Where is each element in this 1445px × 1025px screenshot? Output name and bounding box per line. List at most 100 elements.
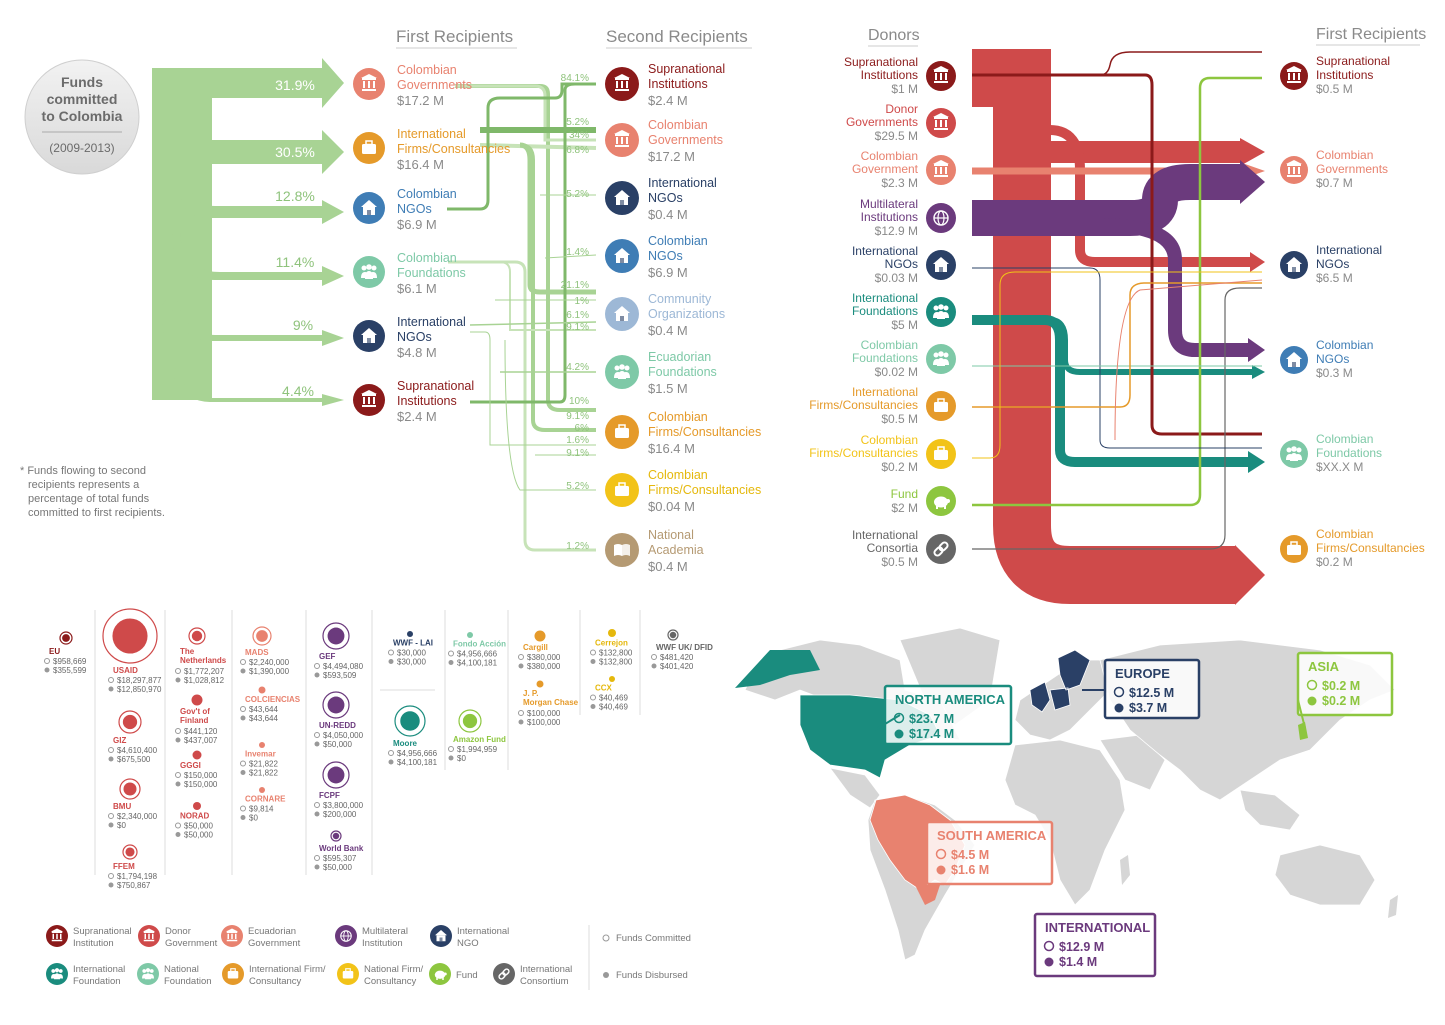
donor-label-1: Colombian xyxy=(861,338,918,352)
donor-name: GGGI xyxy=(180,761,201,770)
donor-disbursed: $0 xyxy=(117,821,126,830)
legend-label-2: Consultancy xyxy=(249,976,302,987)
donor-committed: $481,420 xyxy=(660,653,694,662)
donor-disbursed: $1,028,812 xyxy=(184,676,225,685)
disbursed-circle xyxy=(259,787,265,793)
disbursed-circle xyxy=(400,711,420,731)
donor-label-1: International xyxy=(852,244,918,258)
header-first-recipients-right: First Recipients xyxy=(1316,26,1426,43)
committed-circle xyxy=(59,631,73,645)
donor-label-1: Multilateral xyxy=(860,197,918,211)
legend-item: Fund xyxy=(429,963,478,985)
disbursed-circle xyxy=(534,630,546,642)
funds-title-line-2: committed xyxy=(47,91,118,107)
committed-marker xyxy=(314,663,320,669)
second-recipient-label-2: Academia xyxy=(648,543,704,557)
donor-label-2: Government xyxy=(852,162,919,176)
second-pct-label: 5.2% xyxy=(566,481,589,492)
second-recipient-amount: $16.4 M xyxy=(648,441,695,456)
committed-marker xyxy=(314,855,320,861)
second-pct-label: 4.2% xyxy=(566,362,589,373)
donor-entry: Amazon Fund$1,994,959$0 xyxy=(448,709,506,763)
region-box: EUROPE$12.5 M$3.7 M xyxy=(1103,658,1201,720)
donor-disbursed: $1,390,000 xyxy=(249,667,290,676)
right-recipient-label-2: Institutions xyxy=(1316,68,1373,82)
donor-disbursed: $4,100,181 xyxy=(397,758,438,767)
committed-marker xyxy=(240,760,246,767)
map-australia xyxy=(1274,844,1376,906)
disbursed-circle xyxy=(122,714,138,730)
map-madagascar xyxy=(1120,855,1130,885)
second-recipient-label-2: Firms/Consultancies xyxy=(648,483,761,497)
donor-disbursed: $380,000 xyxy=(527,662,561,671)
note-line-2: recipients represents a xyxy=(28,479,140,491)
right-recipient-label-2: Firms/Consultancies xyxy=(1316,541,1425,555)
donor-disbursed: $4,100,181 xyxy=(457,659,498,668)
second-recipient-label-2: NGOs xyxy=(648,191,683,205)
committed-marker xyxy=(175,822,181,829)
donor-label-1: Colombian xyxy=(861,149,918,163)
disbursed-marker xyxy=(651,663,657,669)
disbursed-marker xyxy=(314,864,320,870)
donor-entry: Fondo Acción$4,956,666$4,100,181 xyxy=(448,632,506,668)
donor-committed: $18,297,877 xyxy=(117,676,162,685)
donor-entry: CCX$40,469$40,469 xyxy=(590,676,628,712)
disbursed-circle xyxy=(193,802,201,810)
donor-committed: $132,800 xyxy=(599,649,633,658)
committed-circle xyxy=(188,627,206,645)
donor-name: GEF xyxy=(319,652,336,661)
donor-amount: $0.2 M xyxy=(881,460,918,474)
legend-label-1: Fund xyxy=(456,970,478,981)
region-disbursed: $1.6 M xyxy=(951,863,989,877)
first-recipient-label-1: International xyxy=(397,127,466,141)
donor-entry: GIZ$4,610,400$675,500 xyxy=(108,710,158,764)
second-pct-label: 5.2% xyxy=(566,189,589,200)
disbursed-circle xyxy=(62,634,70,642)
donor-committed: $43,644 xyxy=(249,705,278,714)
disbursed-circle xyxy=(192,750,202,760)
map-new-zealand xyxy=(1388,895,1398,918)
legend-disbursed: Funds Disbursed xyxy=(616,970,688,981)
donor-entry: FCPF$3,800,000$200,000 xyxy=(314,761,364,819)
first-recipient-label-2: NGOs xyxy=(397,202,432,216)
disbursed-marker xyxy=(1307,696,1317,706)
committed-marker xyxy=(1306,679,1318,691)
donor-name: BMU xyxy=(113,802,131,811)
donor-amount: $12.9 M xyxy=(875,224,918,238)
donor-amount: $0.5 M xyxy=(881,555,918,569)
second-pct-label: 21.1% xyxy=(561,280,589,291)
first-recipient-amount: $4.8 M xyxy=(397,345,437,360)
donor-amount: $0.5 M xyxy=(881,412,918,426)
second-recipient-amount: $0.4 M xyxy=(648,559,688,574)
pct-1: 31.9% xyxy=(275,77,315,93)
map-alaska xyxy=(735,650,820,688)
donor-name: NORAD xyxy=(180,812,210,821)
donor-disbursed: $355,599 xyxy=(53,666,87,675)
donor-entry: GGGI$150,000$150,000 xyxy=(175,750,218,789)
first-recipient-label-1: Colombian xyxy=(397,187,457,201)
donor-entry: WWF UK/ DFID$481,420$401,420 xyxy=(651,629,713,671)
legend-label-1: International xyxy=(73,964,125,975)
committed-marker xyxy=(448,746,454,752)
second-recipient-label-1: Supranational xyxy=(648,62,725,76)
second-recipient-label-1: Ecuadorian xyxy=(648,350,711,364)
legend-label-2: Government xyxy=(248,938,301,949)
committed-legend-icon xyxy=(602,934,610,942)
donor-committed: $441,120 xyxy=(184,727,218,736)
donor-entry: WWF - LAI$30,000$30,000 xyxy=(388,631,433,667)
donor-committed: $30,000 xyxy=(397,649,426,658)
donor-label-1: Supranational xyxy=(844,55,918,69)
donor-committed: $380,000 xyxy=(527,653,561,662)
